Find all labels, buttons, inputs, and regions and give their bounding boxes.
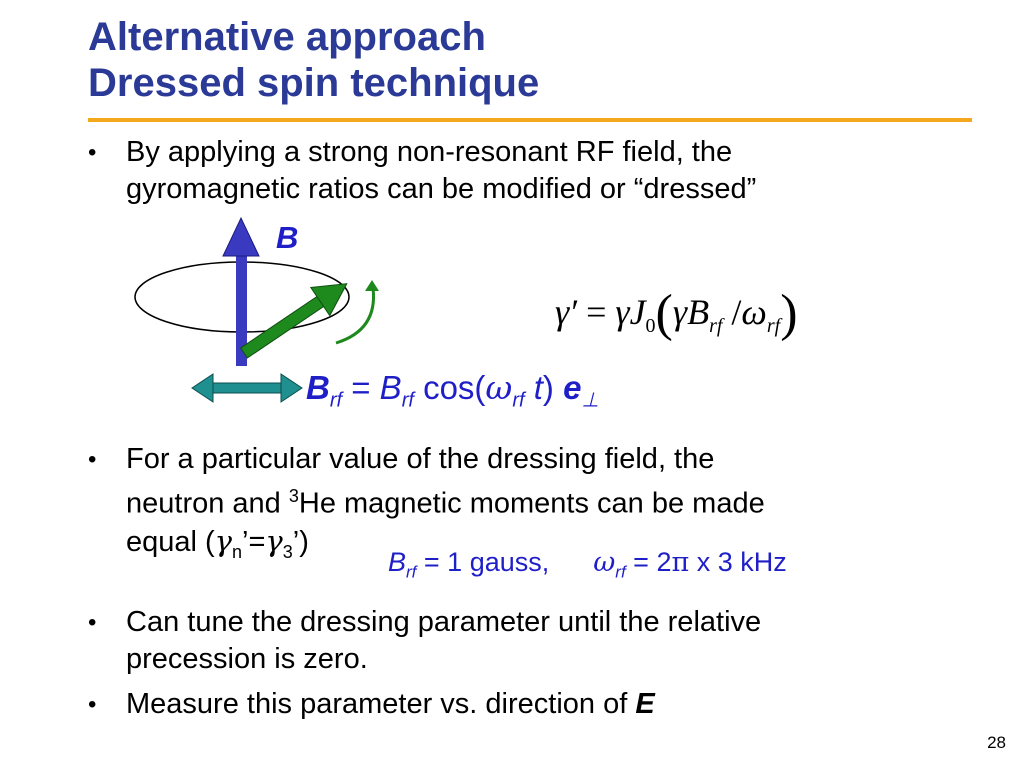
b-field-arrow-head <box>222 216 260 257</box>
equals-sign: = <box>342 369 380 406</box>
bullet-4: • Measure this parameter vs. direction o… <box>88 686 988 723</box>
b-rf: B <box>687 292 710 332</box>
dressing-values: Brf = 1 gauss,ωrf = 2π x 3 kHz <box>388 547 787 582</box>
time-t: t <box>524 369 543 406</box>
rf-sub-2: rf <box>401 389 414 412</box>
spin-arrow <box>239 283 348 359</box>
rf-field-formula: Brf = Brf cos(ωrf t) e⊥ <box>306 368 599 413</box>
bullet-1: • By applying a strong non-resonant RF f… <box>88 134 988 208</box>
title-underline <box>88 118 972 122</box>
bullet-1-line-1: By applying a strong non-resonant RF fie… <box>126 136 733 168</box>
open-paren: ( <box>655 285 673 342</box>
omega-value: = 2 <box>625 547 672 577</box>
equals-sign: = <box>577 292 616 332</box>
gamma: γ <box>615 292 630 332</box>
omega-sub: rf <box>766 315 781 338</box>
gamma-3: γ <box>265 523 283 558</box>
b-rf-vector: B <box>306 369 330 406</box>
bullet-3-line-1: Can tune the dressing parameter until th… <box>126 606 762 638</box>
b-field-label: B <box>276 220 299 255</box>
title-line-1: Alternative approach <box>88 15 486 59</box>
sub-n: n <box>232 541 243 562</box>
bullet-2-text-c: equal ( <box>126 525 215 558</box>
title-line-2: Dressed spin technique <box>88 61 540 105</box>
close-paren: ) <box>542 369 564 406</box>
sub-3: 3 <box>282 541 293 562</box>
bullet-2: • For a particular value of the dressing… <box>88 441 988 570</box>
bullet-dot: • <box>88 691 97 718</box>
gamma-2: γ <box>672 292 688 332</box>
close-text: ’) <box>292 525 309 558</box>
unit-vector-e: e <box>563 369 582 406</box>
gamma-prime: γ′ <box>555 292 578 332</box>
bullet-3-line-2: precession is zero. <box>126 643 368 675</box>
close-paren: ) <box>780 285 798 342</box>
equals-text: ’= <box>242 525 266 558</box>
omega: ω <box>485 368 513 407</box>
slash: / <box>722 292 742 332</box>
bullet-2-line-2: neutron and 3He magnetic moments can be … <box>126 478 988 523</box>
omega-sub: rf <box>615 562 626 582</box>
bullet-3: • Can tune the dressing parameter until … <box>88 604 988 678</box>
e-field-symbol: E <box>635 688 655 720</box>
b-rf-sub: rf <box>709 315 723 338</box>
b-rf-sub: rf <box>406 562 417 582</box>
frequency-tail: x 3 kHz <box>689 547 787 577</box>
bullet-4-text: Measure this parameter vs. direction of <box>126 688 636 720</box>
bullet-2-text-b: He magnetic moments can be made <box>298 487 765 520</box>
bullet-2-text-a: neutron and <box>126 487 289 520</box>
dressed-gamma-formula: γ′ = γJ0(γBrf /ωrf) <box>555 284 798 343</box>
slide-title: Alternative approach Dressed spin techni… <box>88 14 539 106</box>
b-rf-amplitude: B <box>379 369 402 406</box>
cos-text: cos( <box>413 369 486 406</box>
isotope-superscript: 3 <box>288 486 299 506</box>
omega: ω <box>593 547 616 578</box>
bullet-2-line-3: equal (γn’=γ3’) <box>126 523 988 571</box>
bullet-dot: • <box>88 446 97 473</box>
rf-sub-1: rf <box>329 389 343 412</box>
b-rf: B <box>388 547 407 577</box>
pi: π <box>671 547 690 578</box>
gamma-n: γ <box>214 523 233 558</box>
bullet-dot: • <box>88 609 97 636</box>
bessel-j: J <box>629 292 646 332</box>
omega: ω <box>741 292 767 332</box>
bullet-1-line-2: gyromagnetic ratios can be modified or “… <box>126 173 757 205</box>
bessel-order: 0 <box>645 315 656 338</box>
bullet-dot: • <box>88 139 97 166</box>
page-number: 28 <box>987 733 1006 752</box>
b-field-arrow-shaft <box>236 252 247 366</box>
bullet-4-line-1: Measure this parameter vs. direction of … <box>126 686 988 723</box>
b-rf-value: = 1 gauss, <box>416 547 550 577</box>
bullet-2-line-1: For a particular value of the dressing f… <box>126 443 715 475</box>
perp-sub: ⊥ <box>581 389 599 412</box>
rf-sub-3: rf <box>512 389 525 412</box>
rf-field-arrow <box>191 373 303 403</box>
rotation-arrow-head <box>365 280 379 291</box>
rotation-arrow <box>335 287 376 345</box>
